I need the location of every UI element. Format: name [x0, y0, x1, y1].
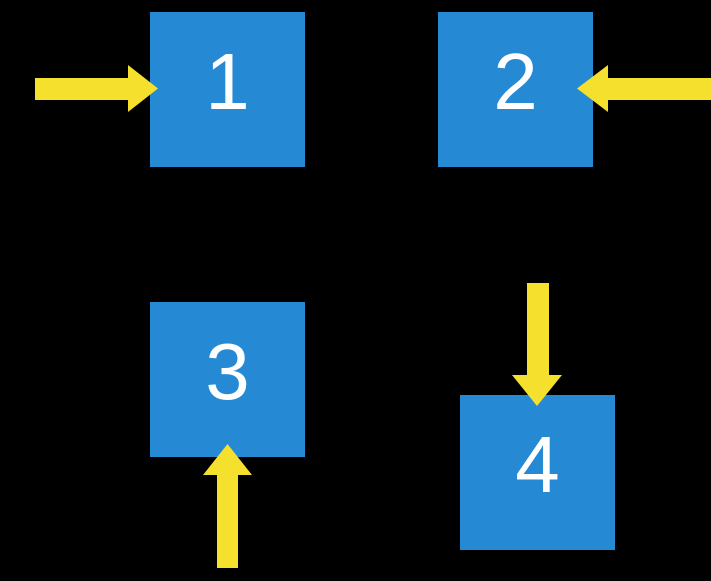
square-1-label: 1 [205, 36, 250, 126]
square-4-label: 4 [515, 419, 560, 509]
arrow-up-icon [203, 444, 252, 568]
square-3: 3 [150, 302, 305, 457]
arrow-down-icon [512, 283, 562, 406]
arrow-right-icon [35, 65, 158, 112]
square-1: 1 [150, 12, 305, 167]
square-2: 2 [438, 12, 593, 167]
square-4: 4 [460, 395, 615, 550]
arrow-left-icon [577, 65, 711, 112]
square-2-label: 2 [493, 36, 538, 126]
square-3-label: 3 [205, 326, 250, 416]
